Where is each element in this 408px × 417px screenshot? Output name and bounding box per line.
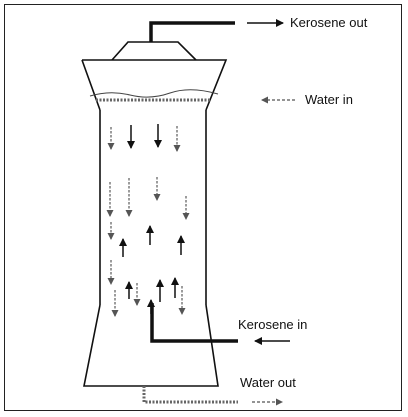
liquid-surface [89,89,219,98]
internal-flow-arrows [106,124,190,317]
water-out-label: Water out [240,375,296,390]
water-out-pipe [142,386,238,404]
kerosene-out-label: Kerosene out [290,15,368,30]
water-in-label: Water in [305,92,353,107]
column-main-section [99,110,207,305]
kerosene-in-pipe [150,303,238,343]
diagram-frame [4,4,402,411]
column-upper-section [81,59,228,111]
column-top-cap [111,41,197,61]
kerosene-out-pipe [149,21,235,42]
column-body [81,41,228,387]
kerosene-in-label: Kerosene in [238,317,307,332]
column-lower-section [83,304,219,387]
